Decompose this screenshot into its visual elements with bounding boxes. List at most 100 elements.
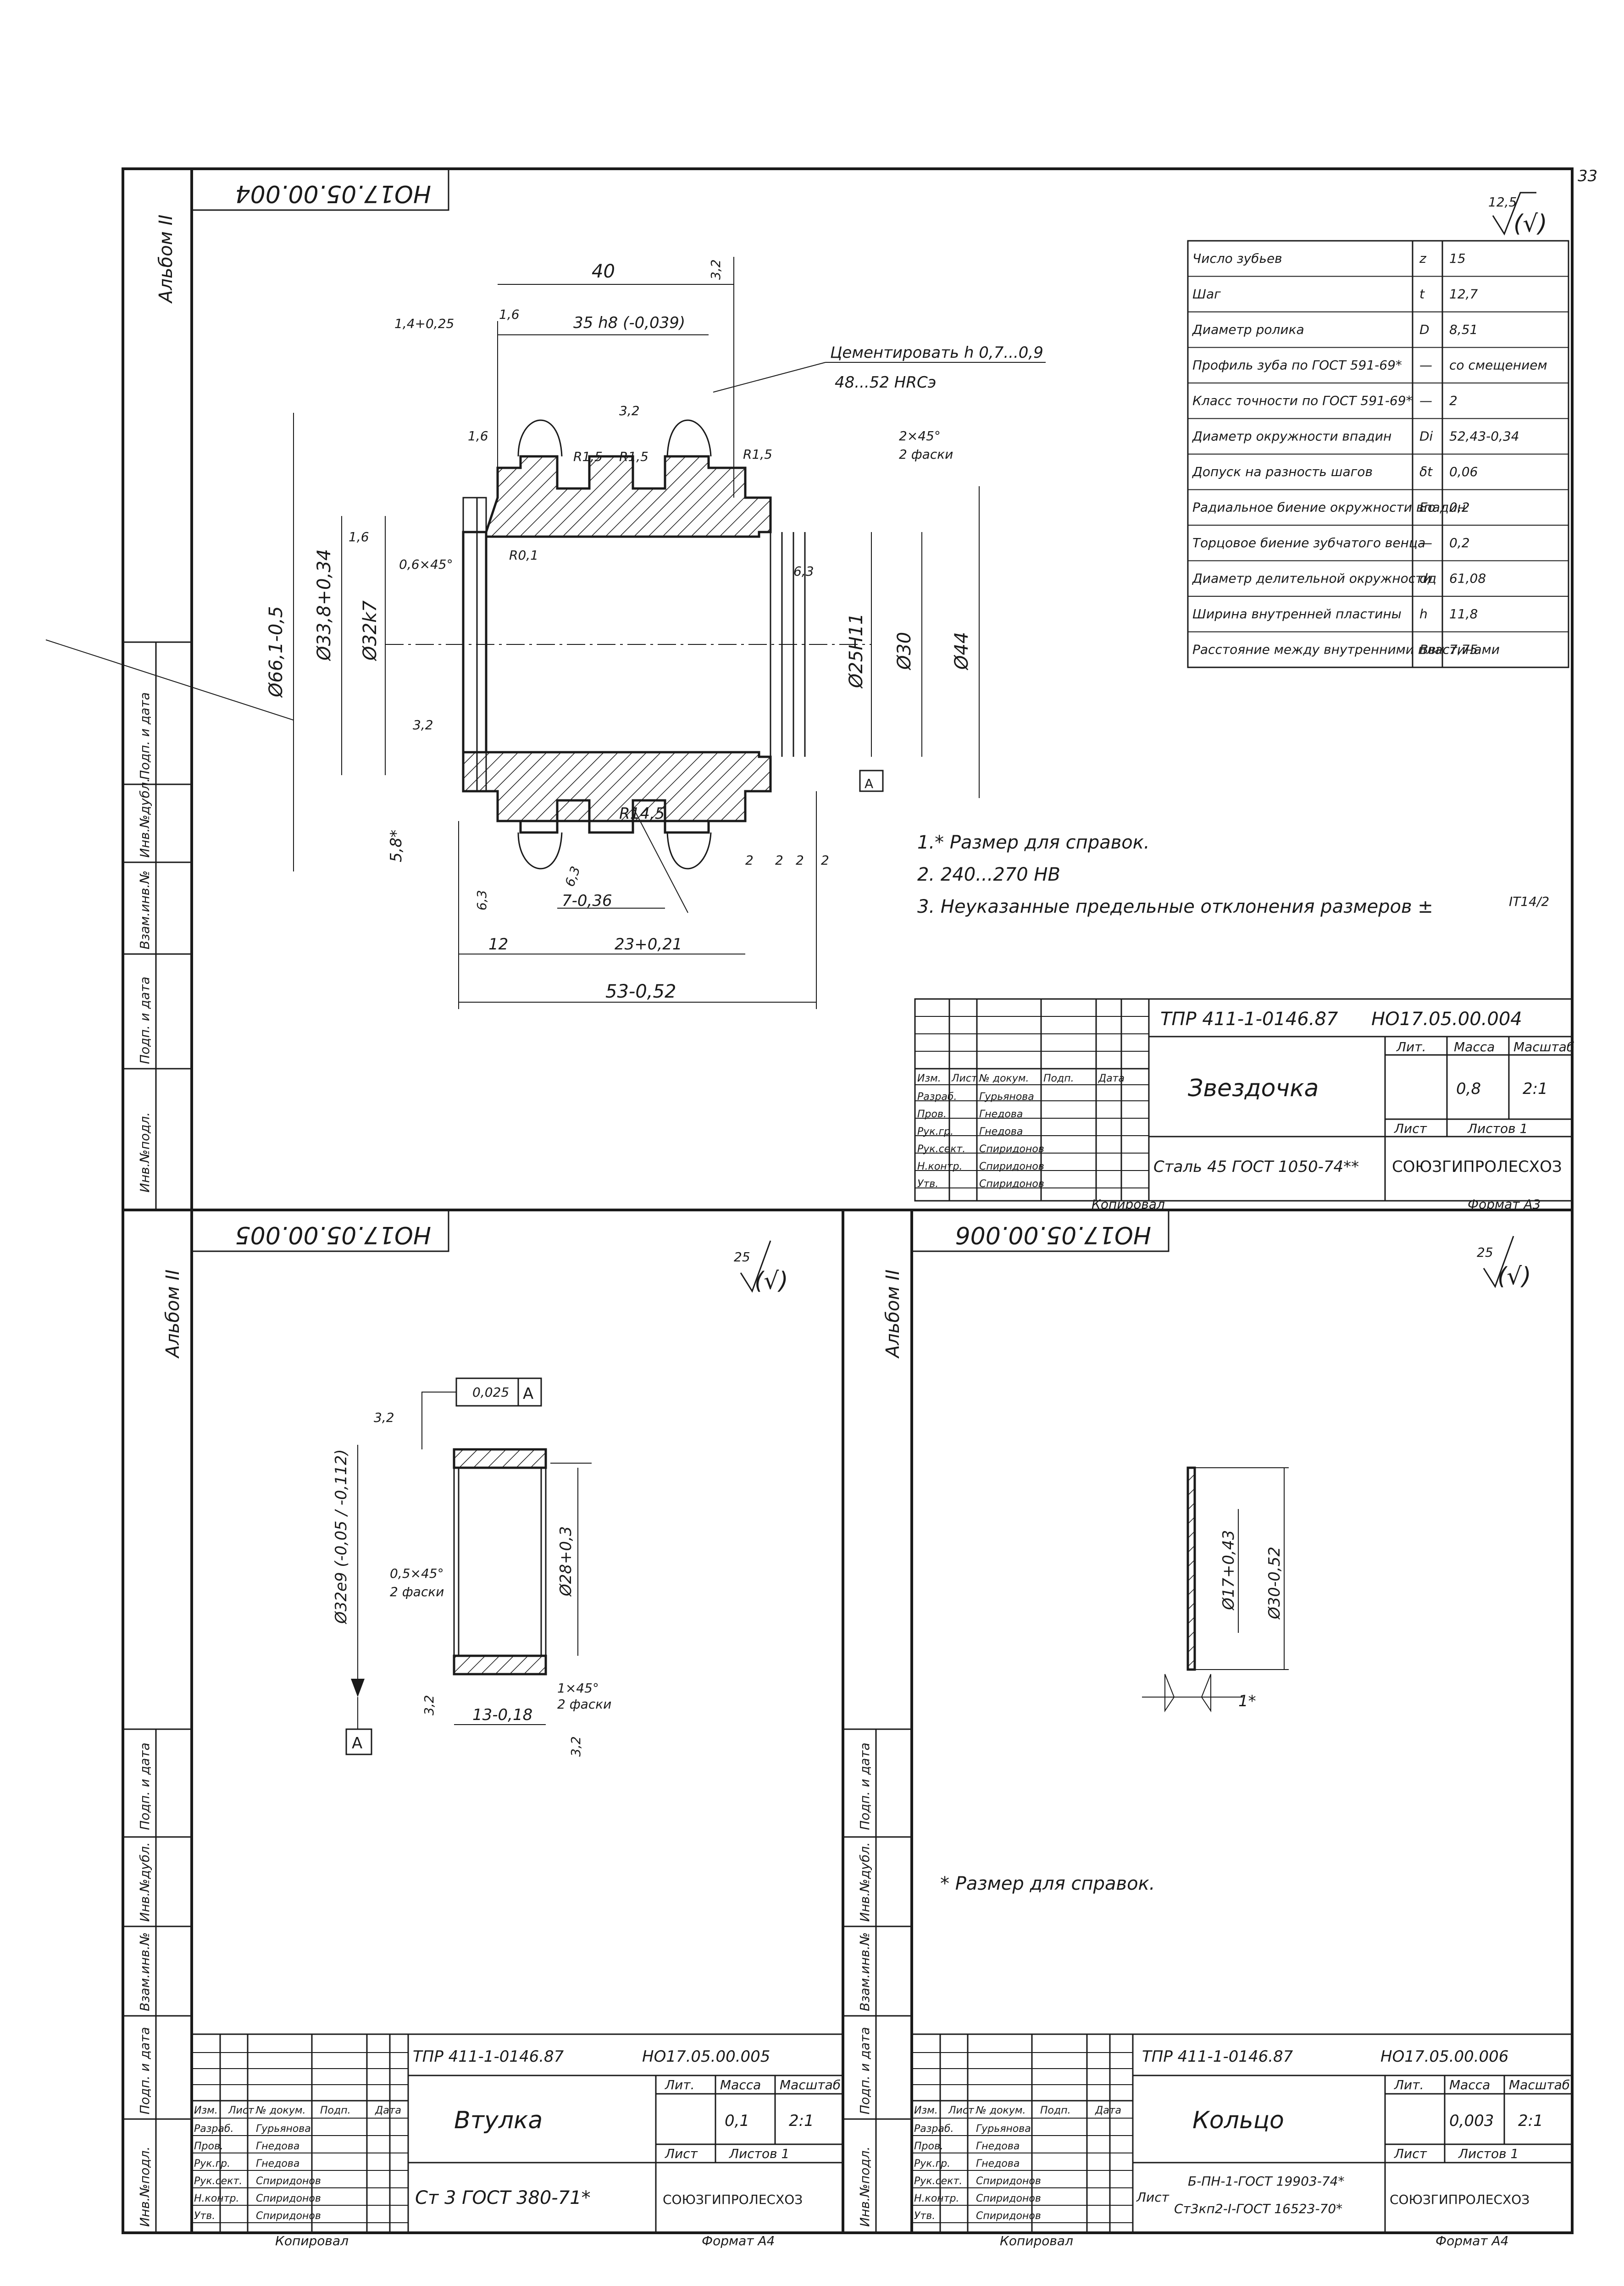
doc-code-bl: ТПР 411-1-0146.87: [413, 2047, 564, 2066]
param-symbol: Eo: [1419, 500, 1436, 515]
param-symbol: D: [1419, 322, 1430, 337]
scale-value: 2:1: [1523, 1080, 1548, 1098]
part-name: Звездочка: [1188, 1075, 1319, 1102]
r14-5: R14,5: [619, 805, 665, 823]
dim-53: 53-0,52: [605, 981, 676, 1002]
ch-1-b: 2 фаски: [557, 1697, 611, 1712]
tb-person: Гнедова: [979, 1126, 1023, 1137]
tb-role: Рук.сект.: [914, 2175, 962, 2187]
mass-value: 0,8: [1456, 1080, 1481, 1098]
param-value: 52,43-0,34: [1449, 429, 1519, 444]
tb-role: Рук.сект.: [194, 2175, 242, 2187]
param-name: Шаг: [1192, 287, 1221, 302]
format-label-bl: Формат А4: [702, 2233, 775, 2248]
ra-16: 1,6: [349, 529, 369, 544]
tb-role: Пров.: [917, 1109, 947, 1120]
roughness-bl: 25: [734, 1249, 750, 1265]
center-note: Цементировать h 0,7...0,9: [830, 344, 1043, 362]
dim-7: 7-0,36: [562, 892, 612, 910]
dim-2-c: 2: [796, 853, 804, 868]
side-label-br-5: Инв.№подл.: [857, 2147, 872, 2227]
mass-value-br: 0,003: [1449, 2112, 1494, 2130]
param-name: Число зубьев: [1192, 251, 1282, 266]
side-label-4: Подп. и дата: [137, 977, 152, 1064]
dim-32k7: Ø32k7: [360, 600, 381, 661]
param-name: Ширина внутренней пластины: [1192, 606, 1402, 621]
dim-23: 23+0,21: [615, 935, 682, 954]
designation-br: НО17.05.00.006: [1380, 2047, 1508, 2066]
param-name: Профиль зуба по ГОСТ 591-69*: [1192, 358, 1402, 373]
tb-person: Спиридонов: [976, 2210, 1041, 2222]
dim-28: Ø28+0,3: [557, 1526, 575, 1597]
ring-note: * Размер для справок.: [940, 1873, 1155, 1894]
dim-12: 12: [488, 935, 508, 954]
param-symbol: δt: [1419, 464, 1433, 479]
note-fraction: IT14/2: [1509, 894, 1549, 909]
param-symbol: z: [1419, 251, 1427, 266]
side-label-br-4: Подп. и дата: [857, 2027, 872, 2114]
ra-63: 6,3: [793, 564, 814, 579]
tb-role: Рук.гр.: [914, 2158, 950, 2169]
r15-a: R1,5: [573, 449, 603, 464]
dim-338: Ø33,8+0,34: [314, 549, 335, 661]
side-label-bl-3: Взам.инв.№: [137, 1932, 152, 2011]
title-block-top: ТПР 411-1-0146.87 НО17.05.00.004 Звездоч…: [914, 998, 1574, 1212]
copied-label-br: Копировал: [1000, 2233, 1073, 2248]
lit-label-bl: Лит.: [665, 2077, 694, 2092]
dim-44: Ø44: [951, 632, 972, 671]
tb-person: Гурьянова: [256, 2123, 311, 2135]
tb-person: Спиридонов: [256, 2210, 321, 2222]
r15-b: R1,5: [619, 449, 648, 464]
scale-label-br: Масштаб: [1509, 2077, 1570, 2092]
sheet-label-br: Лист: [1394, 2146, 1427, 2161]
copied-label-bl: Копировал: [275, 2233, 349, 2248]
dim-1-ring: 1*: [1238, 1692, 1256, 1710]
side-label-bl-5: Инв.№подл.: [137, 2147, 152, 2227]
datum-a-bl: A: [352, 1734, 362, 1753]
ch-1: 1×45°: [557, 1681, 599, 1696]
param-symbol: h: [1419, 606, 1428, 621]
designation-bl: НО17.05.00.005: [642, 2047, 770, 2066]
param-value: 0,2: [1449, 535, 1470, 550]
dim-2-a: 2: [745, 853, 754, 868]
ra-16-b: 1,6: [468, 428, 488, 444]
bottom-left-sheet: Альбом II Подп. и дата Инв.№дубл. Взам.и…: [122, 1209, 844, 2248]
part-name-bl: Втулка: [454, 2107, 543, 2134]
tb-header-cell: Лист: [951, 1073, 978, 1084]
ra-bl-3: 3,2: [568, 1736, 583, 1757]
param-value: 2: [1449, 393, 1458, 408]
param-value: 8,51: [1449, 322, 1478, 337]
dim-25h11: Ø25H11: [846, 613, 867, 689]
side-label-3: Взам.инв.№: [137, 871, 152, 949]
param-value: 11,8: [1449, 606, 1478, 621]
tb-header-cell: Подп.: [1043, 1073, 1074, 1084]
title-block-bl: ТПР 411-1-0146.87 НО17.05.00.005 Втулка …: [191, 2033, 844, 2248]
side-label-bl-2: Инв.№дубл.: [137, 1842, 152, 1922]
designation: НО17.05.00.004: [1371, 1009, 1522, 1030]
tb-person: Спиридонов: [256, 2193, 321, 2204]
dim-1-6: 1,6: [499, 307, 520, 322]
dim-1-4: 1,4+0,25: [394, 316, 454, 331]
top-sheet: Альбом II Подп. и дата Инв.№дубл. Взам.и…: [45, 167, 1574, 1212]
format-label-br: Формат А4: [1436, 2233, 1508, 2248]
param-value: 7,75: [1449, 642, 1478, 657]
param-symbol: —: [1419, 358, 1432, 373]
side-label-br-1: Подп. и дата: [857, 1742, 872, 1830]
dim-58: 5,8*: [387, 830, 405, 862]
code-rotated-bl: НО17.05.00.005: [235, 1221, 431, 1248]
scale-value-br: 2:1: [1518, 2112, 1543, 2130]
sheets-label: Листов 1: [1467, 1121, 1528, 1136]
tb-person: Спиридонов: [976, 2175, 1041, 2187]
roughness-rest: (√): [1513, 210, 1547, 238]
tb-person: Гнедова: [976, 2158, 1020, 2169]
code-rotated: НО17.05.00.004: [235, 180, 431, 207]
bushing-drawing: 0,025 A A 3,2 3,2 3,2 Ø32e9 (-0,05 / -0,…: [332, 1377, 611, 1757]
side-label-br-2: Инв.№дубл.: [857, 1842, 872, 1922]
sheet-label-bl: Лист: [665, 2146, 698, 2161]
dim-2-b: 2: [775, 853, 783, 868]
tol-value: 0,025: [472, 1385, 509, 1400]
ring-drawing: Ø17+0,43 Ø30-0,52 1*: [1142, 1466, 1289, 1713]
dim-2-d: 2: [821, 853, 829, 868]
